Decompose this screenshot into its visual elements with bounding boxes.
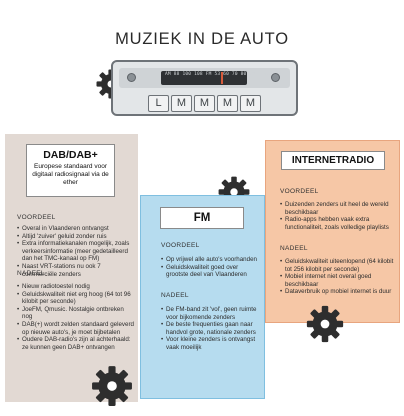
car-radio: AM 88 100 108 FM 53 60 70 80 100 140 160… <box>111 60 298 116</box>
list-item: Voor kleine zenders is ontvangst vaak mo… <box>161 336 261 351</box>
list-item: De beste frequenties gaan naar handvol g… <box>161 321 261 336</box>
internetradio-title: INTERNETRADIO <box>291 155 375 166</box>
list-item: DAB(+) wordt zelden standaard geleverd o… <box>17 321 135 336</box>
radio-preset-button: M <box>194 95 215 112</box>
radio-preset-buttons: L M M M M <box>148 95 261 112</box>
list-item: Mobiel internet niet overal goed beschik… <box>280 273 398 288</box>
list-item: Radio-apps hebben vaak extra functionali… <box>280 216 398 231</box>
radio-knob-left <box>127 73 136 82</box>
list-item: Geluidskwaliteit niet erg hoog (64 tot 9… <box>17 291 135 306</box>
radio-display-panel: AM 88 100 108 FM 53 60 70 80 100 140 160 <box>119 68 290 88</box>
list-item: JoeFM, Qmusic. Nostalgie ontbreken nog <box>17 306 135 321</box>
list-item: Nieuw radiotoestel nodig <box>17 283 135 291</box>
dab-header: DAB/DAB+ Europese standaard voor digitaa… <box>26 144 115 197</box>
gear-icon <box>306 305 344 343</box>
list-item: Geluidskwaliteit goed over grootste deel… <box>161 264 261 279</box>
dab-cons-heading: NADEEL <box>17 270 45 277</box>
list-item: Altijd 'zuiver' geluid zonder ruis <box>17 233 135 241</box>
fm-pros-heading: VOORDEEL <box>161 242 200 249</box>
radio-preset-button: M <box>240 95 261 112</box>
dab-pros-heading: VOORDEEL <box>17 214 56 221</box>
internetradio-cons-list: Geluidskwaliteit uiteenlopend (64 kilobi… <box>280 258 398 296</box>
internetradio-cons-heading: NADEEL <box>280 245 308 252</box>
page-title: MUZIEK IN DE AUTO <box>115 30 289 48</box>
internetradio-header: INTERNETRADIO <box>281 151 385 170</box>
fm-cons-list: De FM-band zit 'vol', geen ruimte voor b… <box>161 306 261 352</box>
dab-pros-list: Overal in Vlaanderen ontvangst Altijd 'z… <box>17 225 135 278</box>
radio-preset-button: L <box>148 95 169 112</box>
dab-title: DAB/DAB+ <box>43 149 98 161</box>
radio-preset-button: M <box>217 95 238 112</box>
fm-card <box>140 195 265 399</box>
gear-icon <box>92 366 132 406</box>
fm-title: FM <box>193 212 211 224</box>
list-item: Extra informatiekanalen mogelijk, zoals … <box>17 240 135 263</box>
radio-knob-right <box>271 73 280 82</box>
list-item: Duizenden zenders uit heel de wereld bes… <box>280 201 398 216</box>
fm-pros-list: Op vrijwel alle auto's voorhanden Geluid… <box>161 256 261 279</box>
internetradio-pros-list: Duizenden zenders uit heel de wereld bes… <box>280 201 398 231</box>
list-item: Geluidskwaliteit uiteenlopend (64 kilobi… <box>280 258 398 273</box>
list-item: Overal in Vlaanderen ontvangst <box>17 225 135 233</box>
list-item: Naast VRT-stations nu ook 7 commerciële … <box>17 263 135 278</box>
list-item: Oudere DAB-radio's zijn al achterhaald: … <box>17 336 135 351</box>
list-item: Dataverbruik op mobiel internet is duur <box>280 288 398 296</box>
radio-dial: AM 88 100 108 FM 53 60 70 80 100 140 160 <box>161 71 281 85</box>
radio-preset-button: M <box>171 95 192 112</box>
radio-dial-needle <box>221 72 223 84</box>
list-item: Op vrijwel alle auto's voorhanden <box>161 256 261 264</box>
list-item: De FM-band zit 'vol', geen ruimte voor b… <box>161 306 261 321</box>
internetradio-pros-heading: VOORDEEL <box>280 188 319 195</box>
fm-cons-heading: NADEEL <box>161 292 189 299</box>
fm-header: FM <box>160 207 244 229</box>
dab-subtitle: Europese standaard voor digitaal radiosi… <box>32 163 109 186</box>
radio-dial-scale: AM 88 100 108 FM 53 60 70 80 100 140 160 <box>165 72 282 77</box>
dab-cons-list: Nieuw radiotoestel nodig Geluidskwalitei… <box>17 283 135 351</box>
